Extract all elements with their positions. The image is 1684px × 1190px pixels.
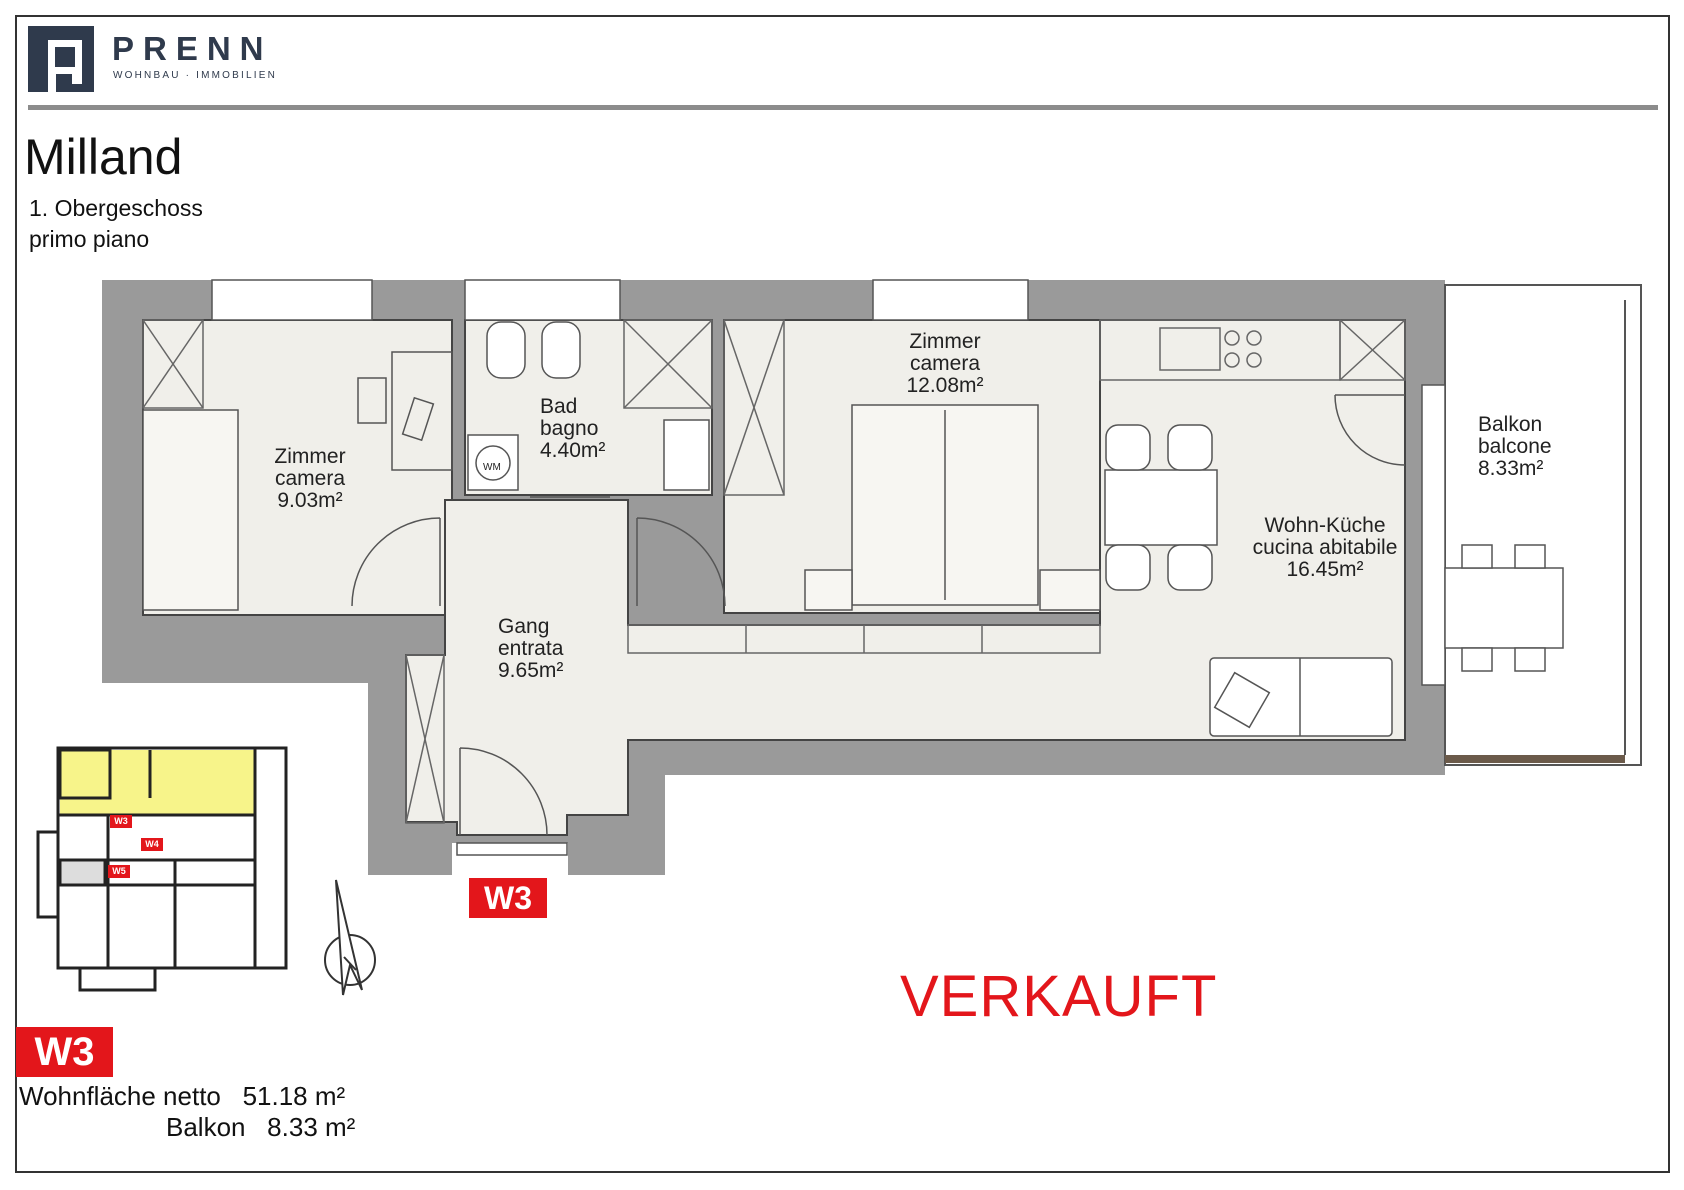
room-area: 4.40m²	[540, 439, 606, 462]
room-label-zimmer2: Zimmer camera 12.08m²	[885, 331, 1005, 397]
room-name-it: cucina abitabile	[1252, 536, 1398, 559]
room-name-it: bagno	[540, 417, 599, 440]
summary-net-line: Wohnfläche netto 51.18 m²	[19, 1081, 345, 1112]
room-area: 8.33m²	[1478, 457, 1544, 480]
room-label-bad: Bad bagno 4.40m²	[540, 396, 605, 462]
room-area: 12.08m²	[906, 374, 984, 397]
room-area: 9.03m²	[277, 489, 343, 512]
summary-balcony-line: Balkon 8.33 m²	[166, 1112, 355, 1143]
floor-label-de: 1. Obergeschoss	[29, 195, 203, 221]
room-label-zimmer1: Zimmer camera 9.03m²	[255, 446, 365, 512]
room-name-it: entrata	[498, 637, 564, 660]
room-name-de: Gang	[498, 615, 550, 638]
brand-tagline: WOHNBAU · IMMOBILIEN	[113, 70, 278, 81]
room-area: 16.45m²	[1286, 558, 1364, 581]
room-name-de: Zimmer	[909, 330, 981, 353]
net-area-value: 51.18 m²	[242, 1081, 346, 1111]
project-title: Milland	[24, 129, 183, 185]
room-label-balkon: Balkon balcone 8.33m²	[1478, 414, 1552, 480]
room-name-it: camera	[909, 352, 981, 375]
room-name-it: balcone	[1478, 435, 1552, 458]
prenn-logo-icon	[28, 26, 94, 92]
balcony-area-value: 8.33 m²	[267, 1112, 356, 1142]
keyplan-label-w3: W3	[110, 815, 132, 828]
room-area: 9.65m²	[498, 659, 564, 682]
page-frame	[15, 15, 1670, 1173]
key-plan	[36, 746, 288, 992]
net-area-label: Wohnfläche netto	[19, 1081, 221, 1111]
brand-name: PRENN	[112, 30, 273, 67]
sold-status: VERKAUFT	[900, 964, 1218, 1029]
washer-label: WM	[483, 462, 501, 473]
room-label-gang: Gang entrata 9.65m²	[498, 616, 563, 682]
single-bed	[142, 409, 239, 611]
room-name-it: camera	[274, 467, 346, 490]
unit-tag: W3	[469, 878, 547, 918]
floor-label-it: primo piano	[29, 226, 150, 252]
summary-unit-tag: W3	[16, 1027, 113, 1077]
keyplan-label-w4: W4	[141, 838, 163, 851]
balcony-area-label: Balkon	[166, 1112, 246, 1142]
room-name-de: Bad	[540, 395, 578, 418]
room-name-de: Balkon	[1478, 413, 1543, 436]
north-arrow-icon	[324, 879, 376, 996]
header-divider	[28, 105, 1658, 110]
room-name-de: Wohn-Küche	[1264, 514, 1386, 537]
room-label-wohn: Wohn-Küche cucina abitabile 16.45m²	[1225, 515, 1425, 581]
room-name-de: Zimmer	[274, 445, 346, 468]
keyplan-label-w5: W5	[108, 865, 130, 878]
